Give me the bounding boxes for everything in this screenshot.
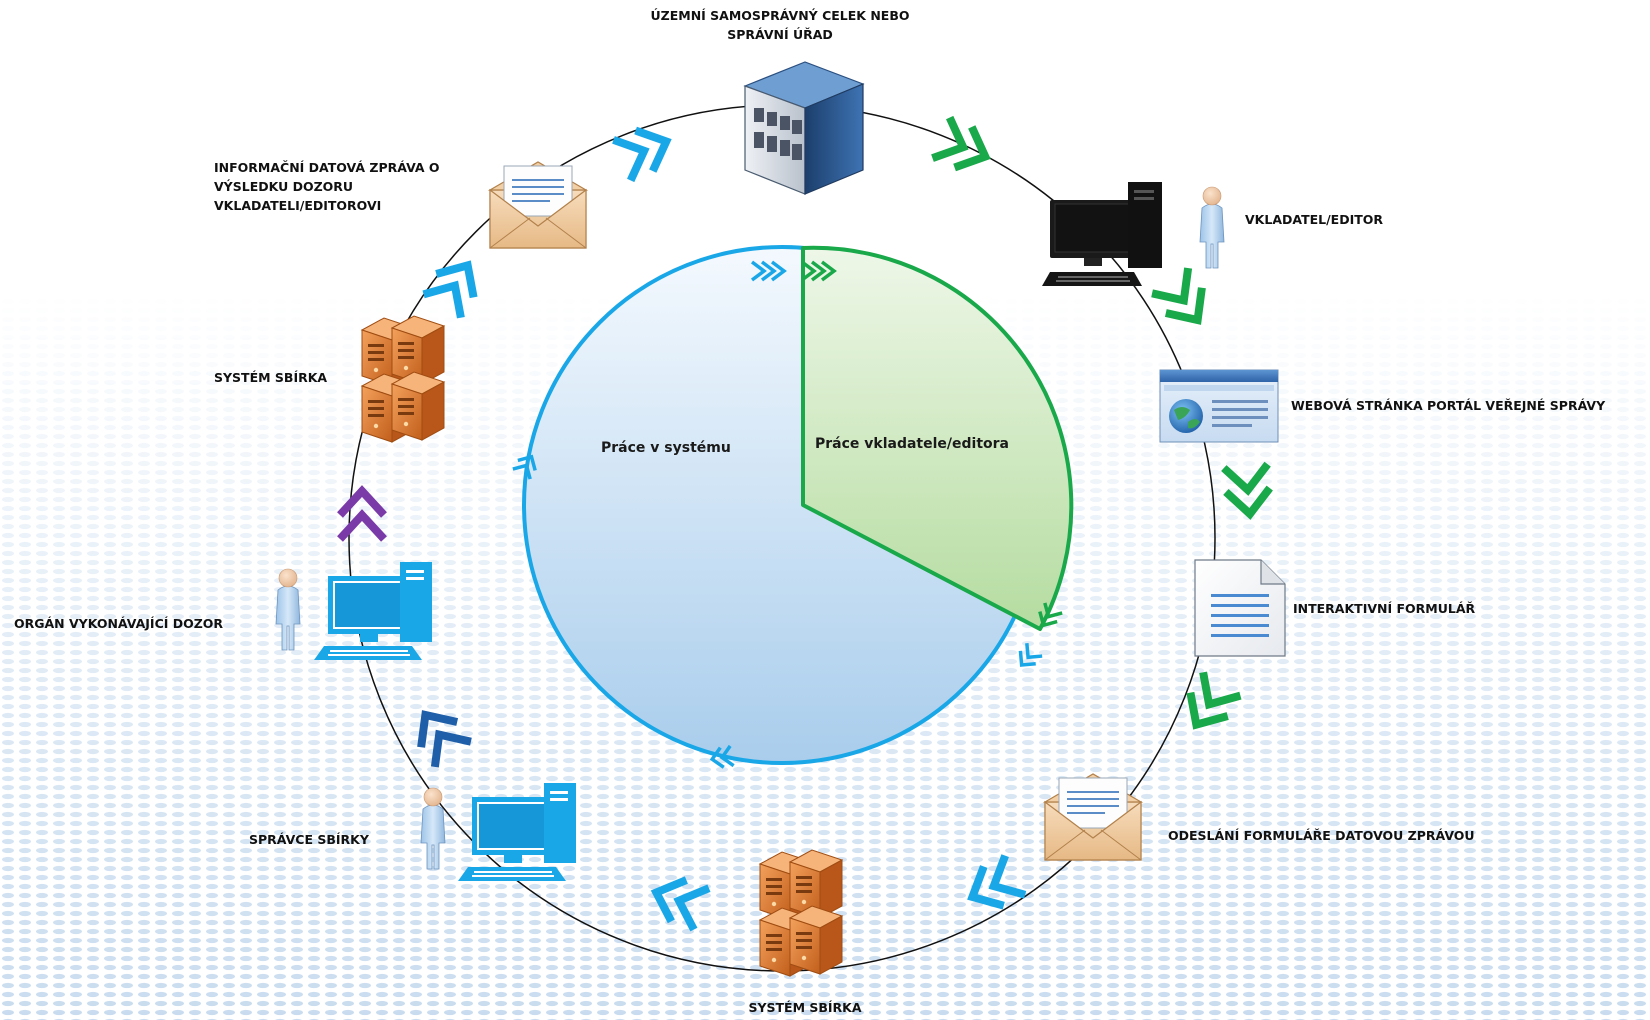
outer-arrow-top-right (931, 115, 991, 172)
person-icon-supervisor (275, 568, 301, 651)
computer-icon-supervisor (314, 562, 432, 660)
label-system-left: SYSTÉM SBÍRKA (214, 370, 328, 385)
outer-arrow-right-2 (1221, 461, 1273, 520)
label-admin: SPRÁVCE SBÍRKY (249, 832, 369, 847)
label-supervisor: ORGÁN VYKONÁVAJÍCÍ DOZOR (14, 616, 224, 631)
person-icon-editor (1199, 186, 1225, 269)
label-web-portal: WEBOVÁ STRÁNKA PORTÁL VEŘEJNÉ SPRÁVY (1291, 398, 1606, 413)
pie-arrow-bottom (709, 744, 735, 769)
label-info-message: INFORMAČNÍ DATOVÁ ZPRÁVA O VÝSLEDKU DOZO… (214, 160, 440, 213)
label-editor: VKLADATEL/EDITOR (1245, 212, 1384, 227)
pie-arrow-right-green (1038, 602, 1063, 628)
pie-label-editor-work: Práce vkladatele/editora (815, 436, 1010, 452)
label-interactive-form: INTERAKTIVNÍ FORMULÁŘ (1293, 601, 1476, 616)
pie-label-system-work: Práce v systému (601, 440, 731, 456)
outer-arrow-bottom-right (967, 854, 1027, 910)
pie-arrow-green-top (800, 260, 837, 282)
outer-arrow-top-left (612, 126, 672, 183)
outer-arrow-right-3 (1186, 671, 1242, 730)
envelope-icon-send (1044, 773, 1142, 861)
pie-arrow-right-blue (1018, 643, 1043, 667)
person-icon-admin (420, 787, 446, 870)
server-icon-left (361, 315, 445, 443)
inner-pie-chart (512, 245, 1074, 769)
outer-arrow-left-upper (422, 260, 478, 319)
computer-icon-admin (458, 783, 576, 881)
label-send-form: ODESLÁNÍ FORMULÁŘE DATOVOU ZPRÁVOU (1168, 828, 1475, 843)
document-icon (1194, 559, 1286, 657)
pie-arrow-left (512, 454, 537, 480)
web-page-icon (1159, 369, 1279, 443)
pie-editor-work (801, 245, 1074, 631)
outer-arrow-left-purple (337, 485, 387, 542)
building-icon (743, 61, 865, 195)
outer-arrow-bottom-left (650, 876, 711, 932)
label-system-bottom: SYSTÉM SBÍRKA (748, 1000, 862, 1015)
label-government-office: ÚZEMNÍ SAMOSPRÁVNÝ CELEK NEBO SPRÁVNÍ ÚŘ… (650, 8, 910, 42)
outer-arrow-right-1 (1151, 267, 1206, 325)
outer-arrow-left-lower (417, 710, 472, 768)
envelope-icon-info (489, 161, 587, 249)
computer-icon-editor (1042, 182, 1162, 286)
pie-arrow-blue-top (750, 260, 787, 282)
server-icon-bottom (759, 849, 843, 977)
